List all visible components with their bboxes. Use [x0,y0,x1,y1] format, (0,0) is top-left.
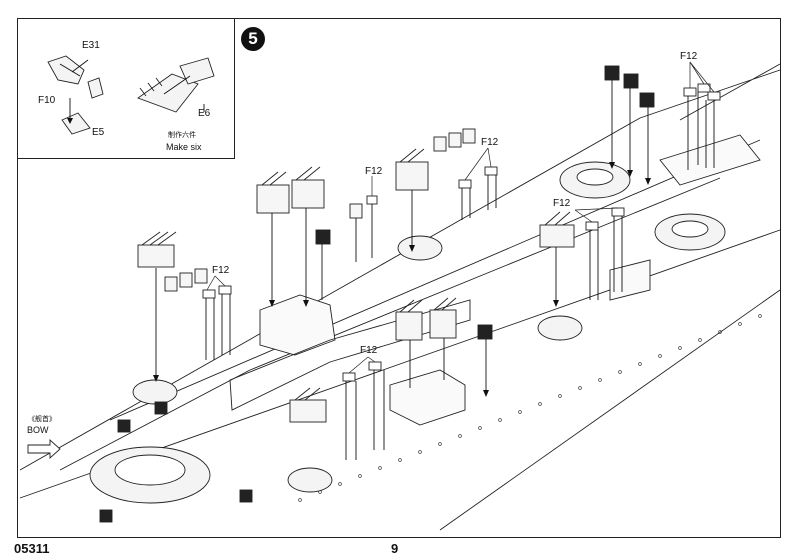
make-six-cn: 制作六件 [168,132,196,139]
callout-f12: F12 [365,166,383,177]
callout-f12: F12 [553,198,571,209]
kit-number: 05311 [14,541,50,556]
make-six-en: Make six [166,142,202,152]
assembly-arrows [155,80,715,460]
bow-arrow-shape [27,438,61,460]
aa-mounts [99,65,655,523]
inset-subassembly-box [18,19,235,159]
portholes [298,314,762,502]
bow-label-cn: 《舰首》 [28,416,56,423]
superstructure-blocks [229,134,761,426]
callout-f12: F12 [212,265,230,276]
callout-f12: F12 [680,51,698,62]
hull-outline [19,63,781,531]
part-label-e31: E31 [82,40,100,51]
arrow-heads [153,162,651,397]
part-label-f10: F10 [38,95,56,106]
f12-leaders [206,61,715,374]
step-number-badge: 5 [241,27,265,51]
page-frame [17,18,781,538]
bow-label-en: BOW [27,425,49,435]
page-number: 9 [391,541,399,556]
gun-mounts [137,128,575,423]
part-label-e5: E5 [92,127,105,138]
callout-f12: F12 [481,137,499,148]
part-label-e6: E6 [198,108,211,119]
callout-f12: F12 [360,345,378,356]
barbette-rings [89,161,726,504]
